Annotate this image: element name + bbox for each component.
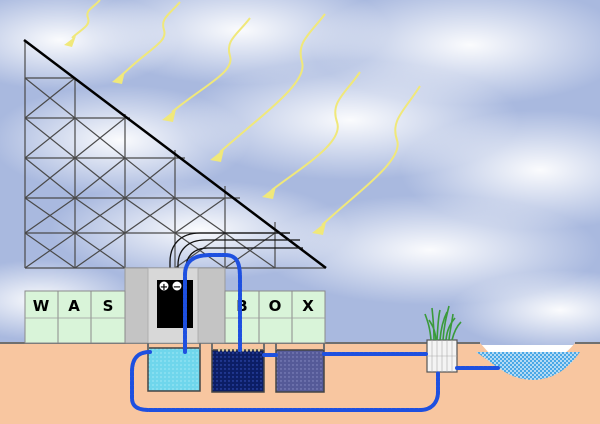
tank-walls [147,343,325,350]
letter-box-o [258,290,293,344]
battery-negative-terminal [171,280,183,292]
letter-x: X [302,297,314,315]
letter-s: S [103,297,114,315]
letter-box-a [57,290,92,344]
letter-w: W [33,297,50,315]
tank-3 [275,349,325,393]
tank-2 [211,348,265,393]
letter-o: O [269,297,282,315]
sun-rays [71,0,421,226]
letter-a: A [68,297,80,315]
tank-1 [147,347,201,392]
letter-box-s [90,290,126,344]
box-row: W A S B O X [24,290,326,344]
battery-negative-label: − [173,282,181,293]
sun-ray-arrowheads [64,36,326,235]
letter-box-x [291,290,326,344]
reed-filter [426,339,458,373]
pipes [130,253,500,412]
battery-positive-label: + [160,282,168,293]
solar-panel [23,39,327,269]
battery-positive-terminal [158,280,170,292]
reed-plants [424,305,462,341]
pond [476,352,580,380]
letter-b: B [236,297,247,315]
